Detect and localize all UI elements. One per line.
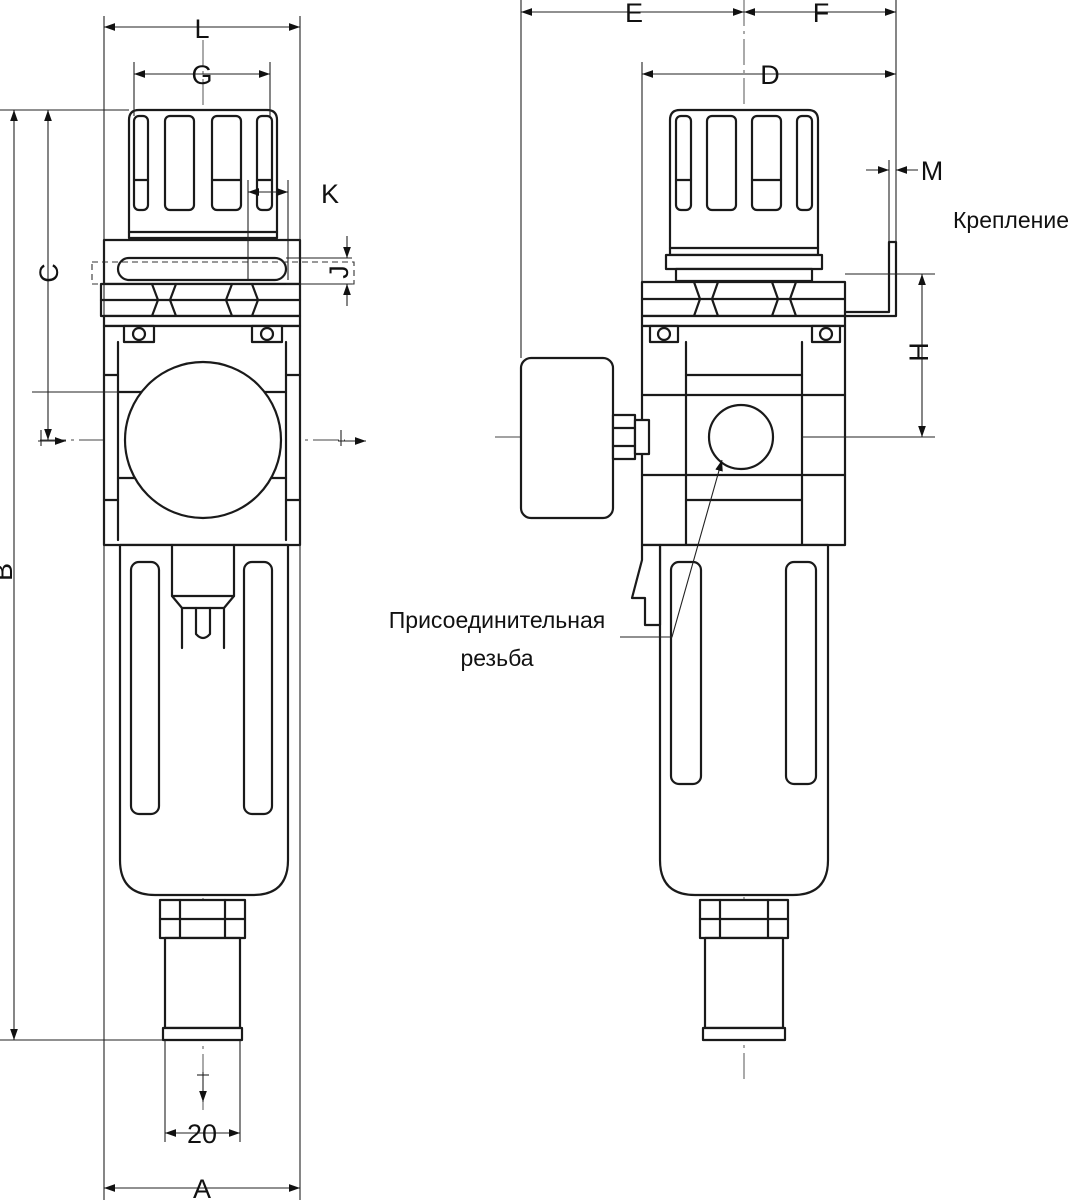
adjustment-knob — [127, 108, 279, 240]
label-f: F — [813, 0, 830, 28]
side-adjustment-knob — [664, 108, 824, 283]
mount-callout: Крепление — [953, 207, 1069, 233]
side-filter-bowl — [630, 543, 830, 897]
label-c: C — [34, 263, 64, 283]
label-l: L — [194, 14, 209, 44]
label-g: G — [191, 60, 212, 90]
label-outlet-20: 20 — [187, 1119, 217, 1149]
callout-labels: Крепление Присоединительная резьба — [389, 207, 1069, 671]
side-body — [640, 324, 847, 547]
pressure-gauge — [519, 356, 651, 520]
mounting-bracket — [843, 240, 898, 318]
label-j: J — [324, 265, 354, 279]
label-h: H — [904, 342, 934, 362]
label-a: A — [193, 1174, 211, 1200]
valve-body — [102, 324, 302, 547]
drain-fitting — [158, 898, 247, 1042]
dimension-labels: L G K C J B 20 A E F D M H — [0, 0, 943, 1200]
thread-callout-line2: резьба — [460, 645, 533, 671]
label-d: D — [760, 60, 780, 90]
label-m: M — [921, 156, 944, 186]
mounting-ring — [91, 238, 355, 328]
side-view — [495, 0, 935, 1080]
label-b: B — [0, 563, 18, 581]
label-e: E — [625, 0, 643, 28]
label-k: K — [321, 179, 339, 209]
front-view — [0, 16, 366, 1200]
filter-bowl — [118, 543, 290, 897]
thread-callout-line1: Присоединительная — [389, 607, 605, 633]
side-nut — [640, 280, 847, 328]
side-drain-fitting — [698, 898, 790, 1042]
